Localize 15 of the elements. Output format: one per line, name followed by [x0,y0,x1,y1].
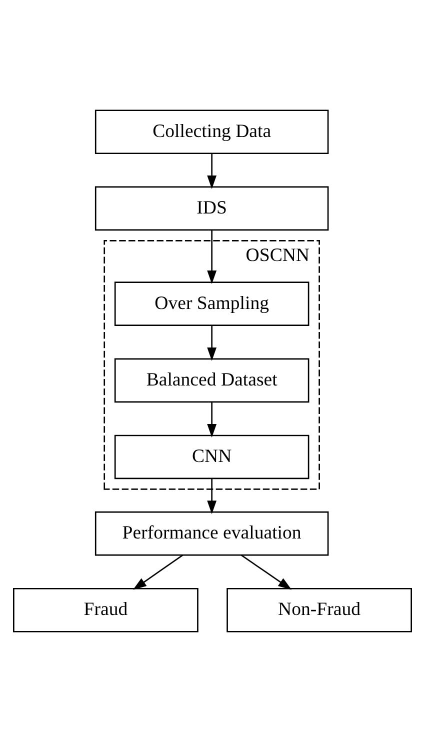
arrow [207,402,217,438]
node-box: Non-Fraud [226,588,412,632]
arrow [132,554,184,590]
node-box: Performance evaluation [94,511,329,556]
arrow [207,153,217,189]
node-box: IDS [94,186,329,231]
arrow [207,478,217,514]
node-box: CNN [114,434,310,480]
node-box: Fraud [13,588,198,632]
node-box: Over Sampling [114,282,310,326]
arrow [207,230,217,284]
arrow [240,554,292,590]
node-box: Balanced Dataset [114,358,310,403]
arrow [207,325,217,361]
node-box: Collecting Data [94,110,329,154]
